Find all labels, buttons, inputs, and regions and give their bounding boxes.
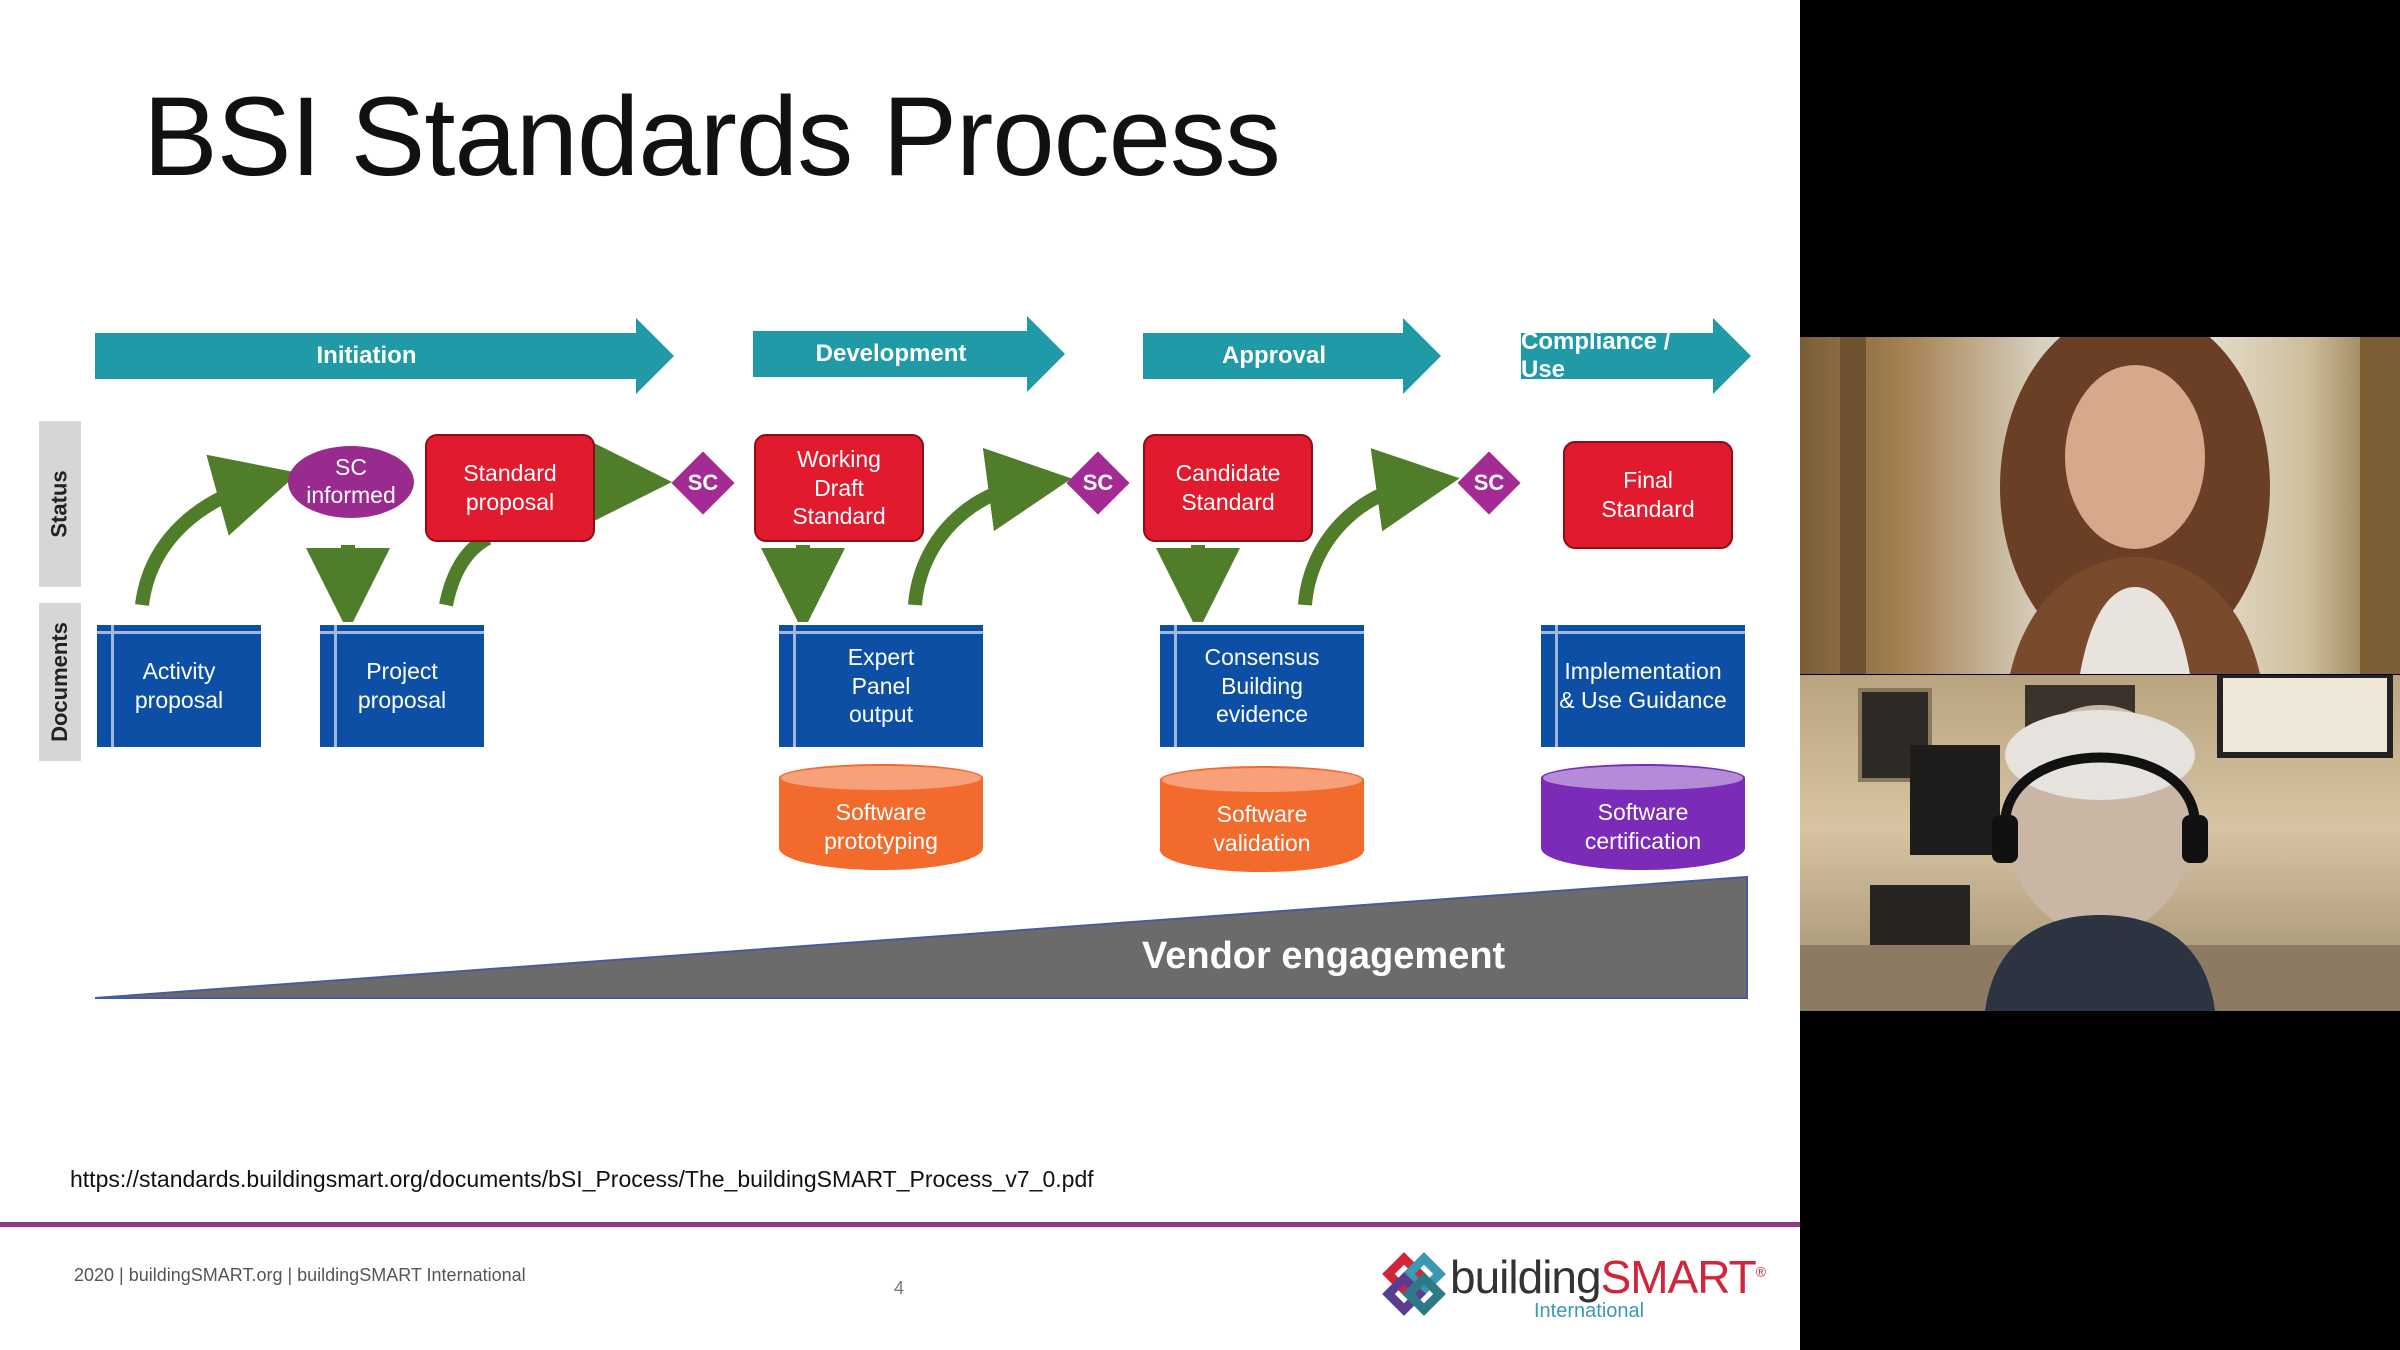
sc-diamond-icon: SC [671, 451, 735, 515]
doc-expert-panel-output: Expert Panel output [779, 622, 983, 747]
footer-divider [0, 1222, 1800, 1227]
participant-video-1[interactable] [1800, 337, 2400, 674]
participant-video-2[interactable] [1800, 675, 2400, 1011]
phase-initiation-arrowhead [636, 318, 674, 394]
phase-compliance-use: Compliance / Use [1521, 328, 1715, 383]
software-validation: Software validation [1160, 766, 1364, 872]
doc-implementation-guidance: Implementation & Use Guidance [1541, 622, 1745, 747]
status-working-draft: Working Draft Standard [754, 434, 924, 542]
vendor-engagement-wedge [94, 875, 1748, 999]
status-candidate-standard: Candidate Standard [1143, 434, 1313, 542]
doc-project-proposal: Project proposal [320, 622, 484, 747]
phase-compliance-arrowhead [1713, 318, 1751, 394]
vendor-engagement-label: Vendor engagement [1142, 935, 1506, 977]
green-arrow-icon [1298, 448, 1460, 606]
sc-diamond-icon: SC [1066, 451, 1130, 515]
phase-initiation: Initiation [95, 333, 638, 379]
row-label-documents: Documents [39, 603, 81, 761]
sc-diamond-icon: SC [1457, 451, 1521, 515]
phase-approval: Approval [1143, 333, 1405, 379]
software-prototyping: Software prototyping [779, 764, 983, 870]
green-arrow-icon [135, 454, 299, 607]
presentation-slide: BSI Standards Process Initiation Develop… [0, 0, 1800, 1350]
logo-wordmark: buildingSMART® [1450, 1251, 1766, 1303]
buildingsmart-logo-icon [1382, 1252, 1446, 1316]
buildingsmart-logo: buildingSMART® International [1382, 1250, 1766, 1322]
software-certification: Software certification [1541, 764, 1745, 870]
row-label-status: Status [39, 421, 81, 587]
phase-development-arrowhead [1027, 316, 1065, 392]
footer-text: 2020 | buildingSMART.org | buildingSMART… [74, 1265, 526, 1285]
flow-arrows [135, 440, 1460, 632]
doc-consensus-building: Consensus Building evidence [1160, 622, 1364, 747]
status-sc-informed: SC informed [288, 446, 414, 518]
participant-man-headset-video [1800, 675, 2400, 1011]
status-standard-proposal: Standard proposal [425, 434, 595, 542]
reference-url[interactable]: https://standards.buildingsmart.org/docu… [70, 1166, 1094, 1192]
phase-approval-arrowhead [1403, 318, 1441, 394]
phase-development: Development [753, 331, 1029, 377]
logo-subtitle: International [1534, 1300, 1645, 1322]
status-final-standard: Final Standard [1563, 441, 1733, 549]
participant-woman-video [1840, 337, 2400, 674]
doc-activity-proposal: Activity proposal [97, 622, 261, 747]
green-arrow-icon [908, 447, 1072, 606]
slide-title: BSI Standards Process [143, 74, 1281, 199]
page-number: 4 [894, 1278, 905, 1298]
